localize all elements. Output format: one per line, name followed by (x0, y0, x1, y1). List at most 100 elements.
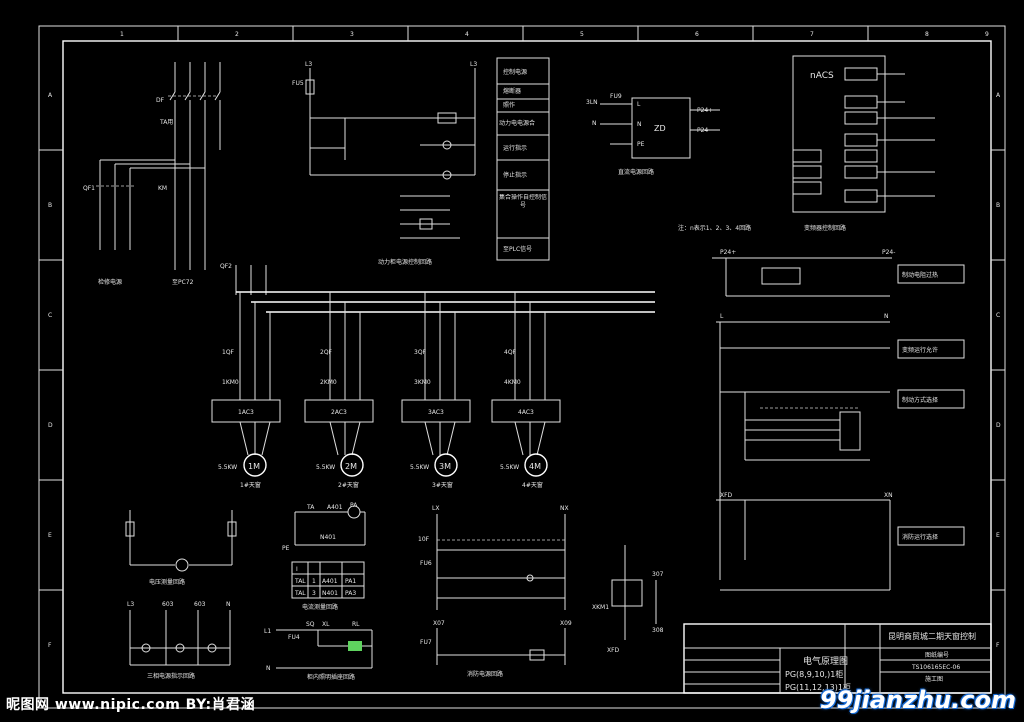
phase-label: 603 (162, 601, 174, 608)
col-num: 9 (985, 31, 989, 38)
motor-contactor-label: 2KM0 (320, 379, 337, 386)
current-pe: PE (282, 545, 290, 552)
legend-item: 动力电电源合 (499, 119, 535, 127)
column-numbers: 1 2 3 4 5 6 7 8 9 (120, 31, 989, 38)
grid-reference-marks (39, 26, 1005, 591)
col-num: 7 (810, 31, 814, 38)
table-cell: 3 (312, 590, 316, 597)
label-p24m: P24- (882, 249, 895, 256)
dc-in: 3LN (586, 99, 598, 106)
row-letter: A (996, 92, 1001, 99)
bus-bars (236, 291, 655, 313)
row-letters: A B C D E F A B C D E F (48, 92, 1001, 649)
row-letter: F (48, 642, 52, 649)
motor-contactor-label: 1KM0 (222, 379, 239, 386)
main-power-section: DF TA用 QF1 KM QF2 检修电源 至PC72 (83, 62, 267, 295)
motor-controller-box (401, 399, 471, 423)
label-qf1: QF1 (83, 185, 95, 192)
power-control-caption: 动力柜电源控制回路 (378, 258, 432, 266)
motor-controller-box (491, 399, 561, 423)
label-qf2: QF2 (220, 263, 232, 270)
three-phase-indicator-circuit: L3 603 603 N 三相电源指示回路 (127, 601, 231, 680)
fuse (305, 79, 315, 95)
motor-breaker-label: 4QF (504, 349, 517, 356)
phase-label: N (226, 601, 231, 608)
table-cell: PA3 (345, 590, 356, 597)
current-n401: N401 (320, 534, 336, 541)
label-xfd-bottom: XFD (607, 647, 620, 654)
dc-caption: 直流电源回路 (618, 168, 654, 176)
contact-box (611, 579, 643, 607)
dc-fu9: FU9 (610, 93, 622, 100)
inner-frame (62, 40, 992, 694)
motor-circle (524, 453, 548, 477)
legend-item: 运行指示 (503, 144, 527, 152)
dc-l: L (637, 101, 641, 108)
row-letter: A (48, 92, 53, 99)
fire-x09: X09 (560, 620, 572, 627)
fire-lx: LX (432, 505, 439, 512)
vfd-note: 注：n表示1、2、3、4回路 (678, 224, 751, 232)
label-308: 308 (652, 627, 664, 634)
power-control-circuit: L3 L3 FU5 动力柜电源控制回路 (292, 61, 477, 266)
row-letter: B (996, 202, 1000, 209)
motor-contactor-label: 3KM0 (414, 379, 431, 386)
col-num: 2 (235, 31, 239, 38)
col-num: 4 (465, 31, 469, 38)
row-letter: F (996, 642, 1000, 649)
fire-nx: NX (560, 505, 569, 512)
status-box-label: 制动电阻过热 (902, 271, 938, 279)
label-maintenance: 检修电源 (98, 278, 122, 286)
lighting-xl: XL (322, 621, 330, 628)
motor-id: 1M (248, 462, 260, 471)
motor-caption: 3#天窗 (432, 481, 453, 489)
status-box-label: 变频运行允许 (902, 346, 938, 354)
label-307: 307 (652, 571, 664, 578)
row-letter: C (48, 312, 52, 319)
table-cell: PA1 (345, 578, 356, 585)
motor-controller-label: 3AC3 (428, 409, 444, 416)
motor-circle (434, 453, 458, 477)
row-letter: E (996, 532, 1000, 539)
fire-fu6: FU6 (420, 560, 432, 567)
socket-icon (348, 641, 362, 651)
current-measurement-circuit: TA A401 PA N401 PE I TAL 1 A401 PA1 TAL … (282, 502, 366, 611)
three-phase-caption: 三相电源指示回路 (147, 672, 195, 680)
label-n: N (884, 313, 889, 320)
motor-controller-label: 1AC3 (238, 409, 254, 416)
relay-coil (437, 112, 457, 124)
lighting-l: L1 (264, 628, 271, 635)
lighting-fu: FU4 (288, 634, 300, 641)
title-block: 昆明商贸城二期天窗控制 电气原理图 PG(8,9,10,)1柜 PG(11,12… (683, 623, 992, 694)
col-num: 8 (925, 31, 929, 38)
label-pc72: 至PC72 (172, 279, 194, 286)
row-letter: B (48, 202, 52, 209)
phase-label: 603 (194, 601, 206, 608)
dc-supply-box (631, 97, 691, 159)
title-project: 昆明商贸城二期天窗控制 (888, 631, 976, 641)
current-table (291, 561, 365, 599)
status-box (897, 339, 965, 359)
vfd-box (792, 55, 886, 213)
label-p24p: P24+ (720, 249, 736, 256)
motor-breaker-label: 2QF (320, 349, 333, 356)
current-ta: TA (306, 504, 315, 511)
label-l: L (720, 313, 724, 320)
status-box (897, 389, 965, 409)
dc-pe: PE (637, 141, 645, 148)
motor-contactor-label: 4KM0 (504, 379, 521, 386)
motor-branch-3: 3QF 3KM0 3AC3 3M 5.5KW 3#天窗 (401, 292, 471, 489)
row-letter: E (48, 532, 52, 539)
lighting-rl: RL (352, 621, 360, 628)
table-cell: TAL (294, 590, 306, 597)
legend-item: 照作 (503, 101, 515, 109)
fire-x07: X07 (433, 620, 445, 627)
col-num: 3 (350, 31, 354, 38)
motor-branch-2: 2QF 2KM0 2AC3 2M 5.5KW 2#天窗 (304, 292, 374, 489)
vfd-label: nACS (810, 71, 834, 81)
indicator-lamp (442, 140, 452, 150)
motor-caption: 4#天窗 (522, 481, 543, 489)
row-letter: C (996, 312, 1000, 319)
label-xn: XN (884, 492, 893, 499)
dc-n: N (637, 121, 642, 128)
